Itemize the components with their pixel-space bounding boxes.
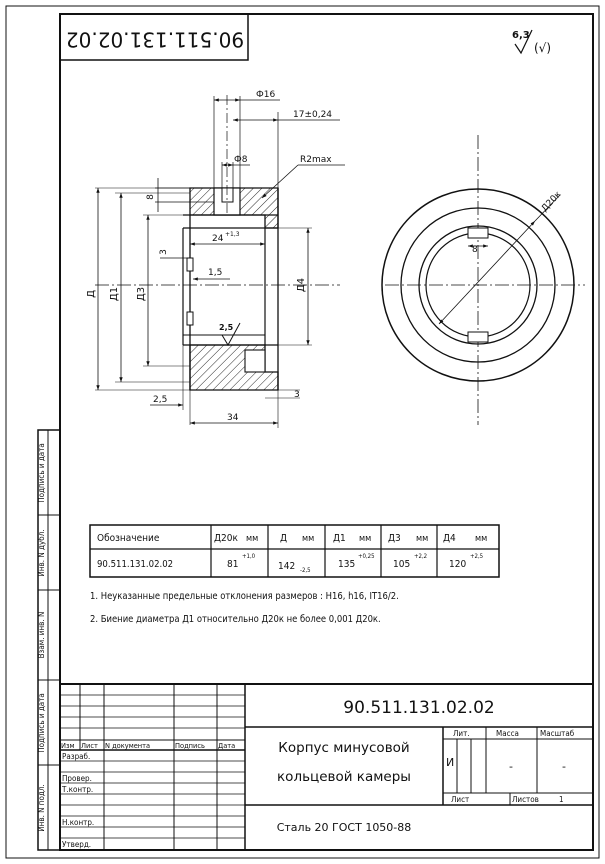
- svg-text:Т.контр.: Т.контр.: [61, 785, 93, 794]
- note-2: 2. Биение диаметра Д1 относительно Д20к …: [90, 614, 381, 625]
- svg-text:+2,2: +2,2: [414, 553, 427, 560]
- svg-text:Утверд.: Утверд.: [62, 840, 91, 849]
- svg-text:Д3: Д3: [136, 287, 147, 301]
- title-line-1: Корпус минусовой: [278, 740, 409, 756]
- svg-text:6,3: 6,3: [512, 30, 530, 41]
- designation: 90.511.131.02.02: [343, 698, 494, 718]
- svg-text:+2,5: +2,5: [470, 553, 483, 560]
- svg-text:-: -: [562, 760, 566, 773]
- svg-text:Д20к: Д20к: [540, 189, 564, 214]
- svg-text:И: И: [446, 756, 454, 769]
- svg-text:мм: мм: [416, 534, 428, 544]
- svg-text:Масштаб: Масштаб: [540, 728, 575, 738]
- svg-text:2,5: 2,5: [219, 323, 234, 332]
- title-line-2: кольцевой камеры: [277, 769, 411, 785]
- strip-label: Взам. инв. N: [37, 612, 46, 659]
- svg-text:34: 34: [227, 413, 239, 423]
- strip-label: Подпись и дата: [37, 693, 46, 753]
- svg-text:2,5: 2,5: [153, 395, 167, 405]
- strip-label: Инв. N дубл.: [36, 529, 46, 576]
- svg-text:N документа: N документа: [105, 741, 150, 750]
- svg-text:Н.контр.: Н.контр.: [62, 818, 94, 827]
- svg-text:+0,25: +0,25: [358, 553, 375, 560]
- svg-text:8: 8: [146, 194, 156, 200]
- svg-text:мм: мм: [475, 534, 487, 544]
- table-header: Д20к: [214, 533, 238, 544]
- left-strip: Подпись и дата Инв. N дубл. Взам. инв. N…: [36, 429, 61, 851]
- table-header: Обозначение: [97, 532, 160, 544]
- top-stamp-text: 90.511.131.02.02: [66, 28, 244, 52]
- svg-text:-2,5: -2,5: [300, 567, 311, 574]
- roughness-symbol: 6,3 (√): [512, 29, 551, 55]
- parameters-table: Обозначение Д20к мм Д мм Д1 мм Д3 мм Д4 …: [89, 524, 500, 578]
- svg-text:Провер.: Провер.: [62, 774, 92, 783]
- svg-text:Лист: Лист: [451, 795, 469, 804]
- svg-text:мм: мм: [246, 534, 258, 544]
- title-block: Изм Лист N документа Подпись Дата Разраб…: [59, 683, 594, 851]
- svg-text:1: 1: [559, 795, 564, 804]
- svg-text:Подпись: Подпись: [175, 741, 205, 750]
- svg-text:+1,0: +1,0: [242, 553, 256, 560]
- strip-label: Подпись и дата: [37, 443, 46, 503]
- svg-text:Масса: Масса: [496, 729, 519, 738]
- svg-text:Ф16: Ф16: [256, 90, 275, 100]
- svg-text:Д: Д: [86, 290, 97, 298]
- svg-text:Разраб.: Разраб.: [62, 751, 90, 761]
- svg-text:Д4: Д4: [296, 278, 307, 292]
- svg-text:17±0,24: 17±0,24: [293, 110, 332, 120]
- svg-text:Д1: Д1: [109, 287, 120, 301]
- table-cell: 135: [338, 559, 355, 570]
- inner-frame: [59, 13, 594, 851]
- svg-text:Ф8: Ф8: [234, 155, 248, 165]
- table-cell: 142: [278, 561, 295, 572]
- table-cell: 105: [393, 559, 410, 570]
- table-cell: 120: [449, 559, 466, 570]
- end-view: 8 Д20к: [381, 135, 585, 425]
- note-1: 1. Неуказанные предельные отклонения раз…: [90, 591, 399, 602]
- svg-text:+1,3: +1,3: [225, 231, 240, 238]
- svg-text:Листов: Листов: [512, 795, 539, 804]
- top-stamp: 90.511.131.02.02: [59, 14, 249, 61]
- table-header: Д4: [443, 533, 456, 544]
- table-cell: 90.511.131.02.02: [97, 559, 173, 570]
- strip-label: Инв. N подл.: [37, 784, 46, 832]
- svg-text:24: 24: [212, 234, 224, 244]
- svg-text:1,5: 1,5: [208, 268, 222, 278]
- svg-text:R2max: R2max: [300, 155, 332, 165]
- svg-text:Дата: Дата: [218, 741, 235, 750]
- material: Сталь 20 ГОСТ 1050-88: [277, 821, 412, 834]
- svg-text:Лит.: Лит.: [453, 729, 470, 738]
- svg-text:мм: мм: [359, 534, 371, 544]
- svg-text:8: 8: [472, 245, 478, 255]
- svg-text:мм: мм: [302, 534, 314, 544]
- section-view: Ф16 17±0,24 Ф8 R2max 8 24 +1,3 3 1,5 2,5: [86, 90, 345, 428]
- svg-text:3: 3: [294, 390, 300, 400]
- table-cell: 81: [227, 559, 238, 570]
- svg-text:3: 3: [159, 249, 169, 255]
- table-header: Д: [280, 533, 287, 544]
- svg-text:Изм: Изм: [61, 741, 75, 750]
- svg-text:Лист: Лист: [81, 741, 98, 750]
- svg-text:(√): (√): [534, 41, 551, 55]
- outer-border: [5, 5, 600, 859]
- table-header: Д1: [333, 533, 346, 544]
- svg-text:-: -: [509, 760, 513, 773]
- table-header: Д3: [388, 533, 401, 544]
